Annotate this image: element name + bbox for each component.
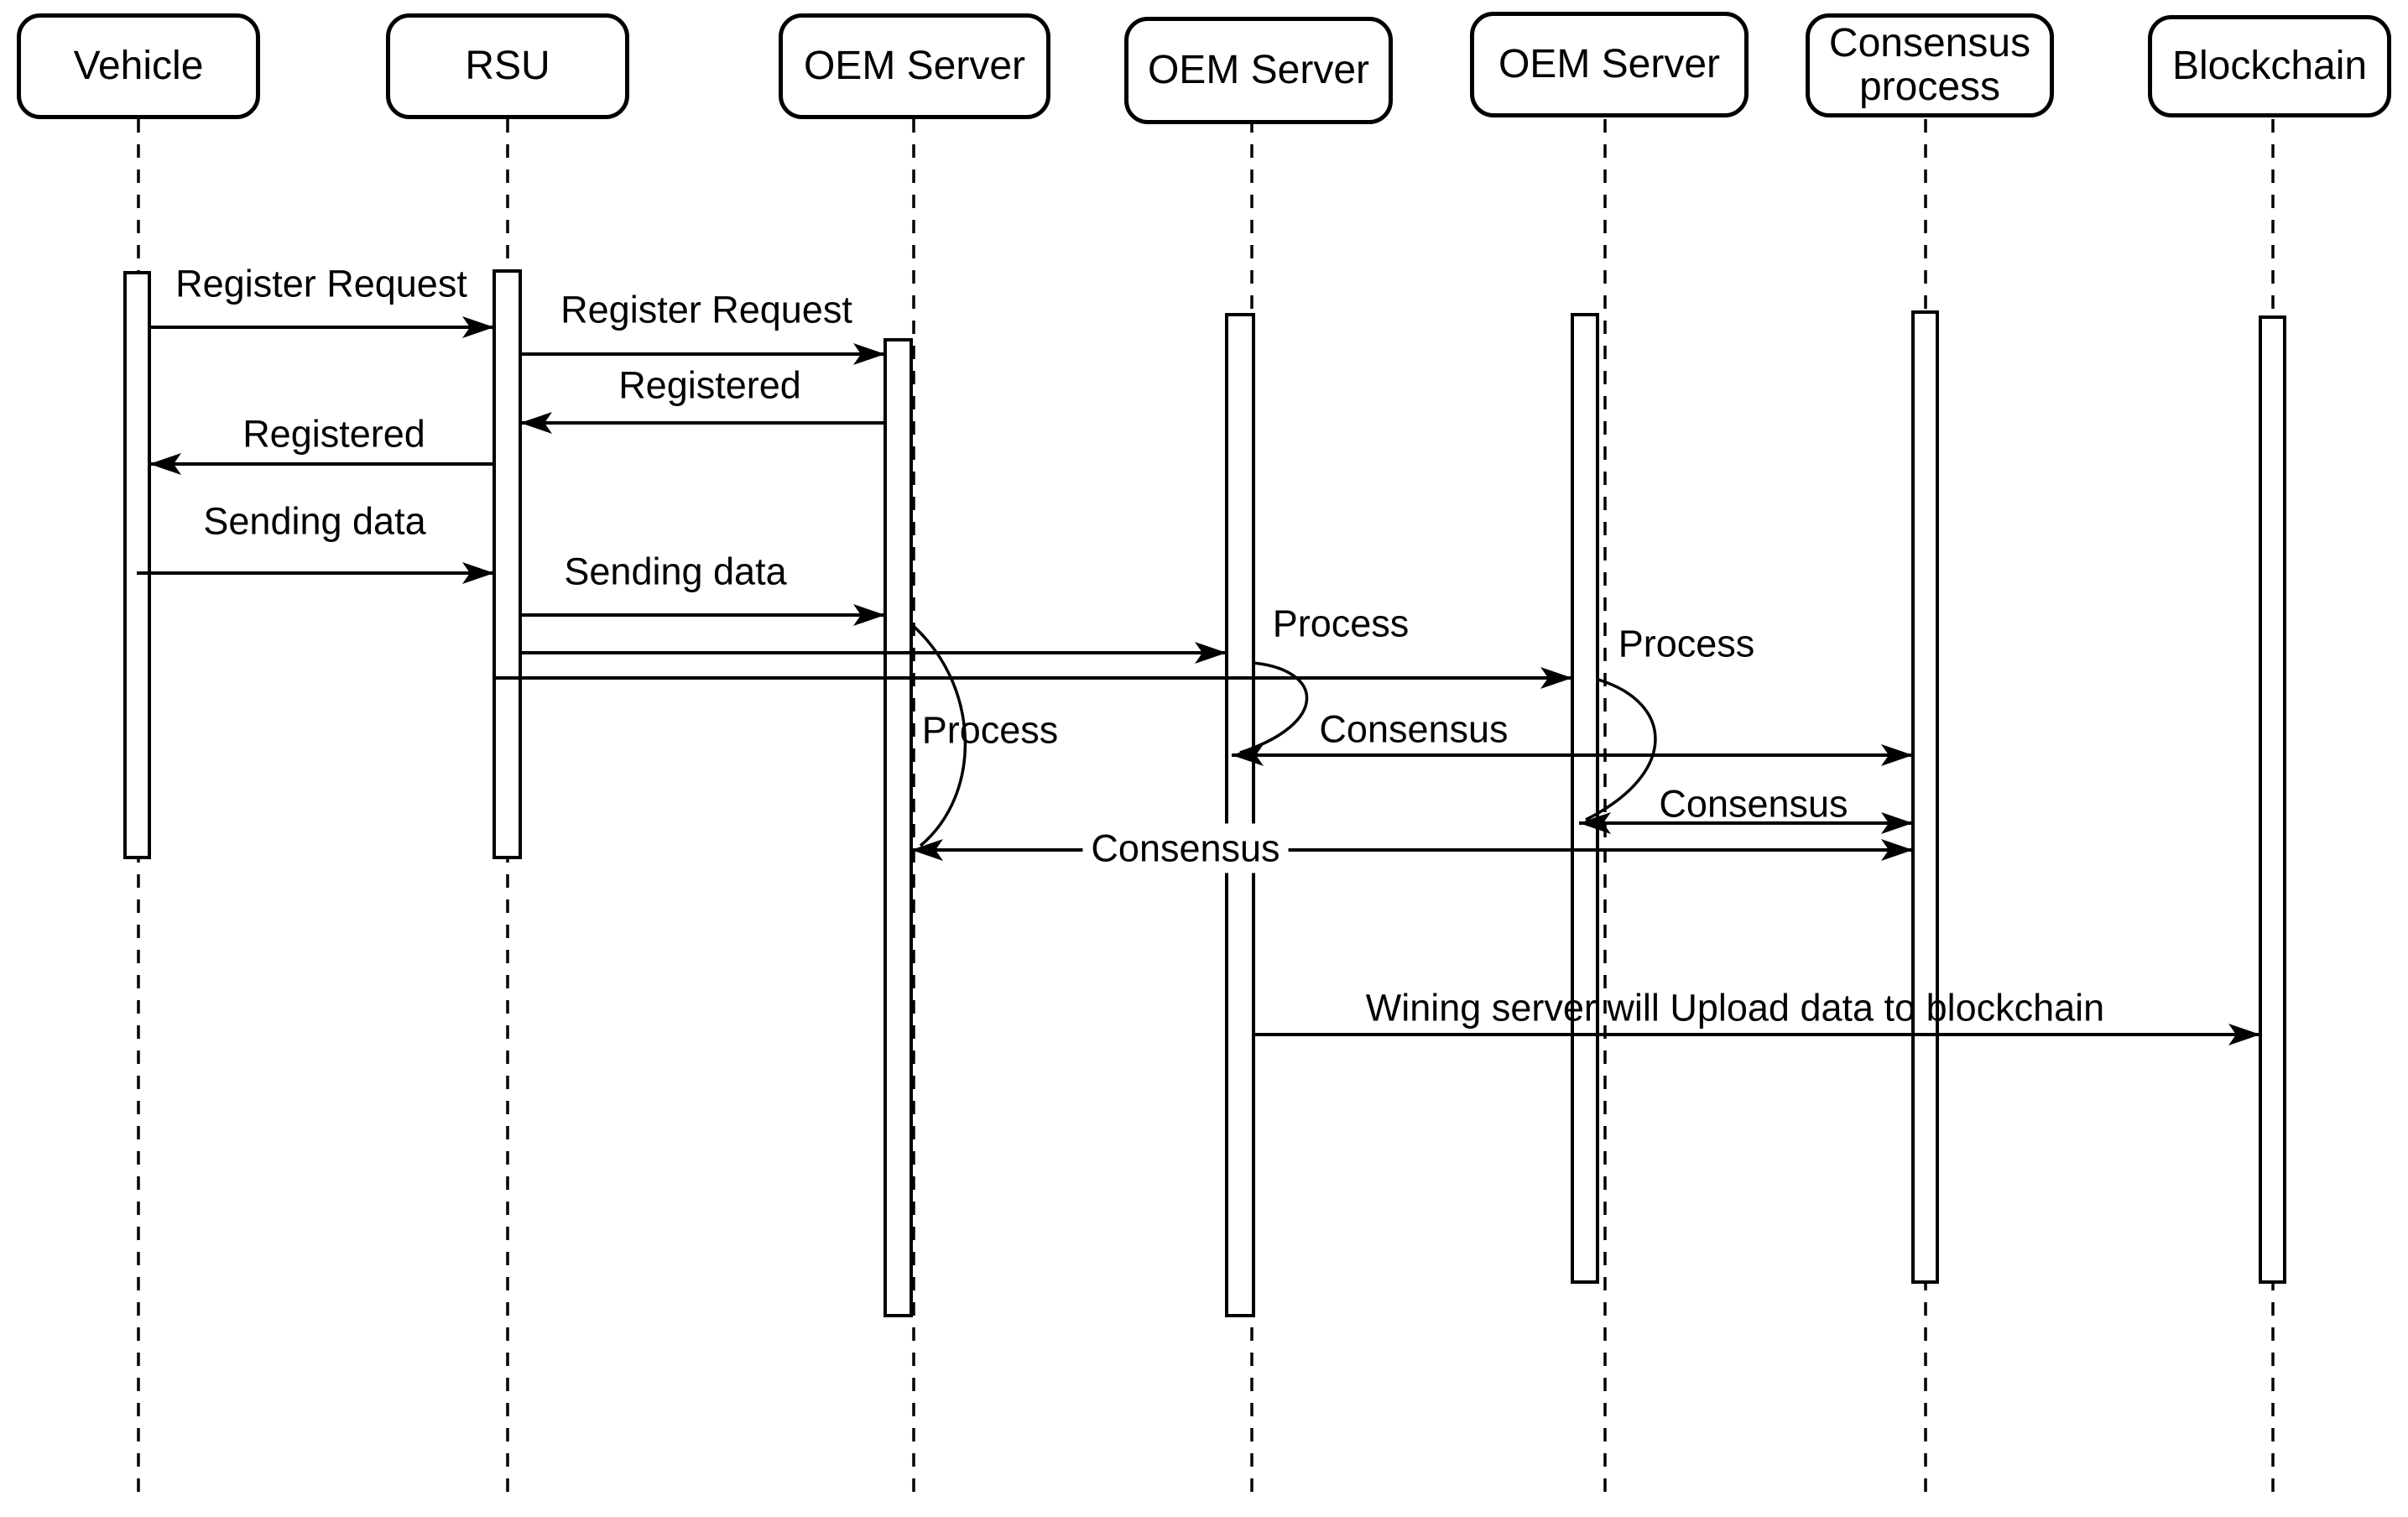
arrowhead-right-sending-data-vehicle-rsu [462,562,494,584]
actor-box-oem-server-2: OEM Server [1124,17,1393,124]
actor-box-blockchain: Blockchain [2148,15,2391,117]
actor-box-vehicle: Vehicle [17,13,260,119]
actor-label-oem-server-1: OEM Server [803,44,1026,89]
message-label-sending-data-rsu-oem3: Process [1618,623,1755,665]
message-label-sending-data-rsu-oem1: Sending data [564,550,787,593]
arrowhead-right-register-request-rsu-oem1 [853,343,885,365]
loop-process-loop-oem1 [909,622,967,847]
arrowhead-right-upload-to-blockchain [2228,1024,2260,1045]
arrowhead-right-sending-data-rsu-oem2 [1195,642,1227,664]
arrowhead-left-registered-oem1-rsu [520,412,552,434]
activation-bar-blockchain [2259,315,2286,1284]
actor-box-oem-server-1: OEM Server [779,13,1050,119]
message-label-consensus-oem2-cp: Consensus [1319,708,1508,751]
message-label-consensus-oem3-cp: Consensus [1659,783,1848,826]
message-label-consensus-oem1-cp: Consensus [1091,827,1280,870]
arrowhead-right-sending-data-rsu-oem1 [853,604,885,626]
message-label-registered-oem1-rsu: Registered [618,364,801,407]
message-label-register-request-rsu-oem1: Register Request [560,289,852,331]
message-label-sending-data-vehicle-rsu: Sending data [203,500,426,543]
actor-box-consensus-process: Consensus process [1806,13,2054,117]
loop-consensus-loop-oem3 [1585,678,1657,821]
actor-label-consensus-process: Consensus process [1828,21,2031,109]
arrowhead-left-consensus-oem1-cp [911,839,943,861]
message-label-consensus-oem1-cp-bg [1082,823,1289,873]
arrowhead-right-consensus-oem1-cp [1881,839,1913,861]
activation-bar-vehicle [123,271,151,859]
loop-label-process-loop-oem1: Process [922,709,1059,752]
activation-bar-oem-server-3 [1571,313,1599,1284]
actor-label-rsu: RSU [465,44,550,89]
arrowhead-right-consensus-oem3-cp [1881,812,1913,834]
actor-box-rsu: RSU [386,13,629,119]
message-label-upload-to-blockchain: Wining server will Upload data to blockc… [1366,987,2104,1030]
activation-bar-oem-server-1 [883,338,913,1317]
message-label-sending-data-rsu-oem2: Process [1273,602,1410,645]
arrowhead-right-sending-data-rsu-oem3 [1540,667,1572,689]
arrowhead-right-register-request-vehicle-rsu [462,316,494,338]
arrowhead-left-consensus-oem2-cp [1232,744,1264,766]
loop-consensus-loop-oem2 [1239,661,1309,754]
arrowhead-left-registered-rsu-vehicle [149,453,181,475]
message-label-register-request-vehicle-rsu: Register Request [175,263,467,305]
message-label-registered-rsu-vehicle: Registered [242,413,425,456]
arrowhead-left-consensus-oem3-cp [1579,812,1611,834]
activation-bar-oem-server-2 [1225,313,1255,1317]
actor-box-oem-server-3: OEM Server [1470,12,1749,117]
activation-bar-consensus-process [1911,310,1939,1284]
actor-label-oem-server-2: OEM Server [1147,48,1370,93]
actor-label-blockchain: Blockchain [2171,44,2368,89]
actor-label-vehicle: Vehicle [73,44,204,89]
activation-bar-rsu [493,269,522,859]
arrowhead-right-consensus-oem2-cp [1881,744,1913,766]
actor-label-oem-server-3: OEM Server [1498,42,1721,87]
